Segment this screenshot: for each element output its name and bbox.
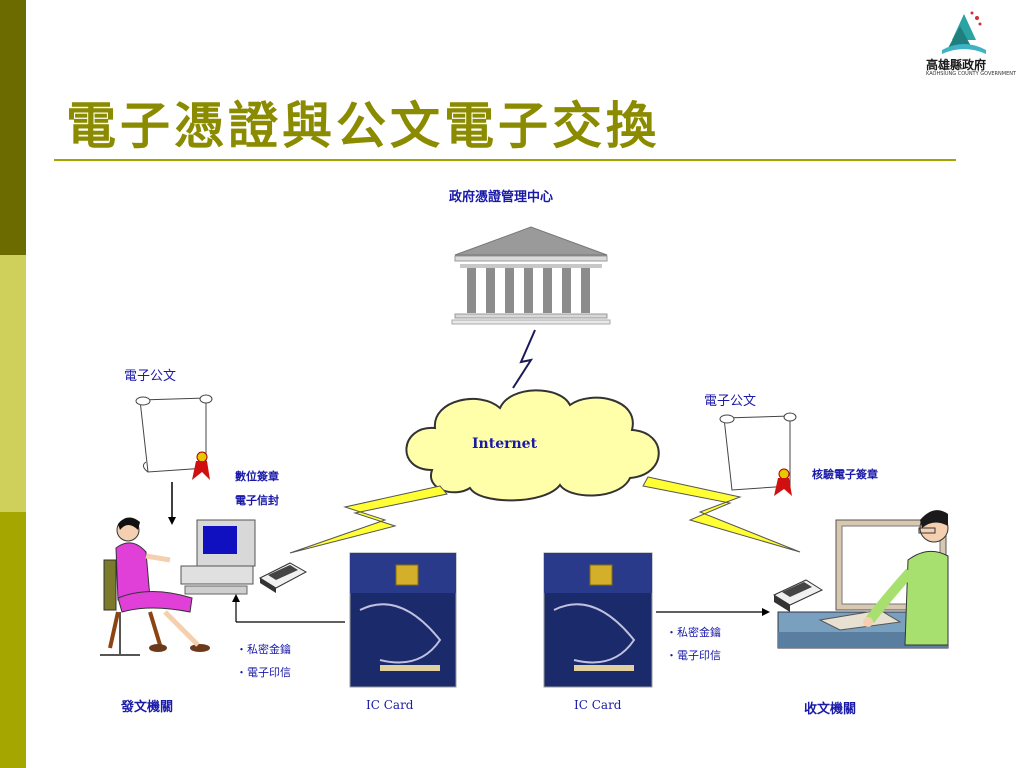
receiver-person-icon <box>863 510 949 646</box>
left-key-label: ・私密金鑰 <box>236 643 291 656</box>
connection-bolt-top <box>512 329 536 389</box>
title-divider <box>54 159 956 161</box>
building-icon <box>451 226 611 325</box>
logo-subtitle: KAOHSIUNG COUNTY GOVERNMENT <box>926 71 1017 77</box>
receiver-label: 收文機關 <box>804 702 857 717</box>
right-key-label: ・私密金鑰 <box>666 626 721 639</box>
receiver-card-reader-icon <box>772 579 824 612</box>
verify-signature-label: 核驗電子簽章 <box>812 468 878 481</box>
left-seal-label: ・電子印信 <box>236 666 291 679</box>
left-document-icon <box>135 394 213 480</box>
sidebar-segment-dark <box>0 0 26 255</box>
sender-computer-icon <box>180 519 256 595</box>
envelope-label: 電子信封 <box>235 494 279 507</box>
left-document-label: 電子公文 <box>124 369 177 384</box>
sidebar-segment-mid <box>0 512 26 768</box>
logo-name: 高雄縣政府 <box>926 58 987 72</box>
center-label: 政府憑證管理中心 <box>449 190 554 205</box>
connection-bolt-left <box>289 485 448 554</box>
sender-card-reader-icon <box>258 562 308 593</box>
right-document-icon <box>719 412 797 496</box>
sidebar-segment-light <box>0 255 26 512</box>
ic-card-left-icon <box>349 552 457 688</box>
right-seal-label: ・電子印信 <box>666 649 721 662</box>
sidebar-bar <box>0 0 26 768</box>
internet-label: Internet <box>472 436 538 452</box>
sender-label: 發文機關 <box>121 700 174 715</box>
right-document-label: 電子公文 <box>704 394 757 409</box>
sender-person-icon <box>100 517 210 656</box>
signature-label: 數位簽章 <box>235 470 279 483</box>
connection-bolt-right <box>642 476 801 553</box>
ic-card-left-label: IC Card <box>366 698 414 712</box>
government-logo <box>942 11 986 54</box>
internet-cloud-icon <box>405 389 660 502</box>
page-title: 電子憑證與公文電子交換 <box>66 96 660 155</box>
ic-card-right-label: IC Card <box>574 698 622 712</box>
ic-card-right-icon <box>543 552 653 688</box>
